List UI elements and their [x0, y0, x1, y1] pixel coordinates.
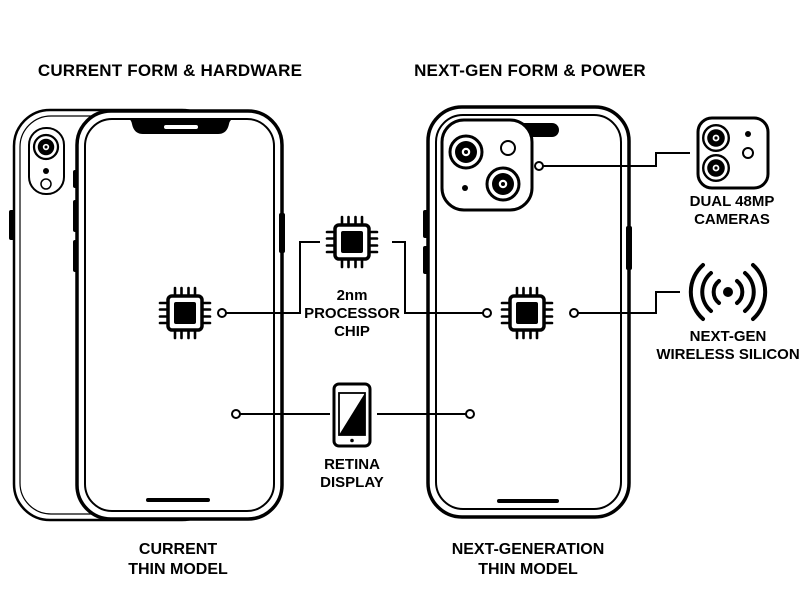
next-gen-caption-line2: THIN MODEL [478, 561, 578, 578]
camera-lens-icon [448, 134, 484, 170]
processor-label-line3: CHIP [334, 323, 370, 340]
processor-label-line2: PROCESSOR [304, 305, 400, 322]
processor-label: 2nm PROCESSOR CHIP [292, 287, 412, 341]
wireless-label: NEXT-GEN WIRELESS SILICON [656, 328, 800, 364]
processor-chip-icon [325, 215, 379, 269]
cameras-label-line1: DUAL 48MP [689, 193, 775, 210]
cameras-label: DUAL 48MP CAMERAS [668, 193, 796, 229]
display-label-line2: DISPLAY [320, 474, 384, 491]
current-phone-front [75, 109, 285, 521]
display-label: RETINA DISPLAY [297, 456, 407, 492]
display-label-line1: RETINA [324, 456, 380, 473]
current-caption-line1: CURRENT [138, 541, 218, 558]
camera-lens-icon [32, 133, 60, 161]
connector-endpoints [217, 161, 579, 419]
next-gen-caption-line1: NEXT-GENERATION [451, 541, 605, 558]
next-gen-model-caption: NEXT-GENERATION THIN MODEL [418, 540, 638, 580]
current-caption-line2: THIN MODEL [128, 561, 228, 578]
next-gen-phone [423, 105, 632, 519]
current-heading: CURRENT FORM & HARDWARE [37, 61, 303, 80]
current-model-caption: CURRENT THIN MODEL [78, 540, 278, 580]
connector-lines [222, 152, 690, 415]
wireless-signal-icon [688, 263, 768, 321]
phone-display-icon [332, 382, 372, 448]
processor-label-line1: 2nm [336, 287, 368, 304]
wireless-label-line2: WIRELESS SILICON [656, 346, 800, 363]
dual-camera-icon [696, 116, 770, 190]
next-gen-heading: NEXT-GEN FORM & POWER [414, 61, 646, 80]
wireless-label-line1: NEXT-GEN [689, 328, 767, 345]
camera-lens-icon [485, 166, 521, 202]
cameras-label-line2: CAMERAS [694, 211, 770, 228]
